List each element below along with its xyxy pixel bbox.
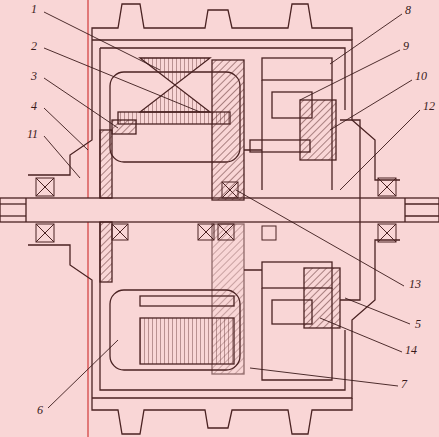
callout-number: 4 [30, 100, 38, 112]
callout-number: 12 [422, 100, 436, 112]
callout-number: 2 [30, 40, 38, 52]
callout-number: 3 [30, 70, 38, 82]
callout-number: 10 [414, 70, 428, 82]
callout-number: 13 [408, 278, 422, 290]
callout-number: 5 [414, 318, 422, 330]
callout-number: 9 [402, 40, 410, 52]
callout-number: 14 [404, 344, 418, 356]
callout-number: 7 [400, 378, 408, 390]
callout-number: 11 [26, 128, 39, 140]
callout-number: 6 [36, 404, 44, 416]
callout-number: 1 [30, 3, 38, 15]
callout-number: 8 [404, 4, 412, 16]
